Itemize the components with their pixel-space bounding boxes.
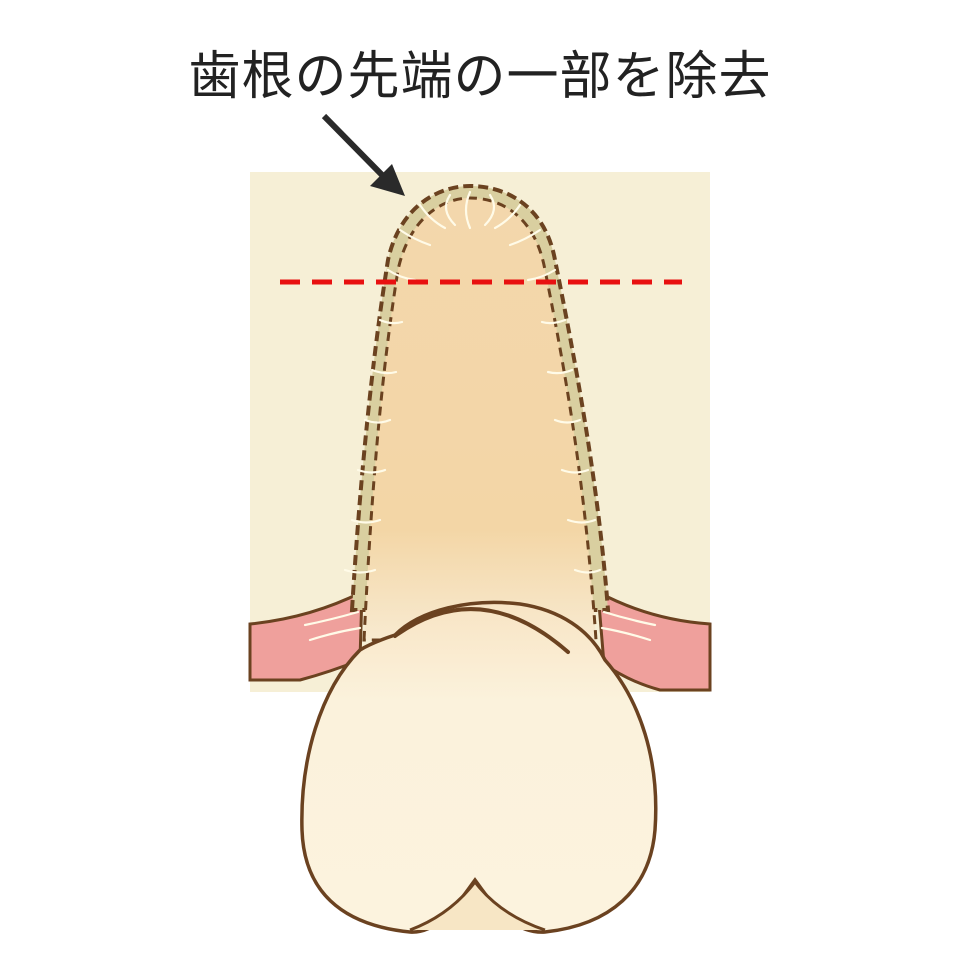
diagram-title: 歯根の先端の一部を除去 (188, 47, 772, 107)
tooth-crown (300, 600, 658, 934)
crown-bottom-notch (409, 879, 546, 932)
gum-right (596, 589, 712, 692)
crown-root-line (393, 607, 570, 654)
ligament-fibers (303, 190, 657, 642)
tooth-root (362, 196, 598, 642)
arrow-icon (321, 113, 405, 196)
